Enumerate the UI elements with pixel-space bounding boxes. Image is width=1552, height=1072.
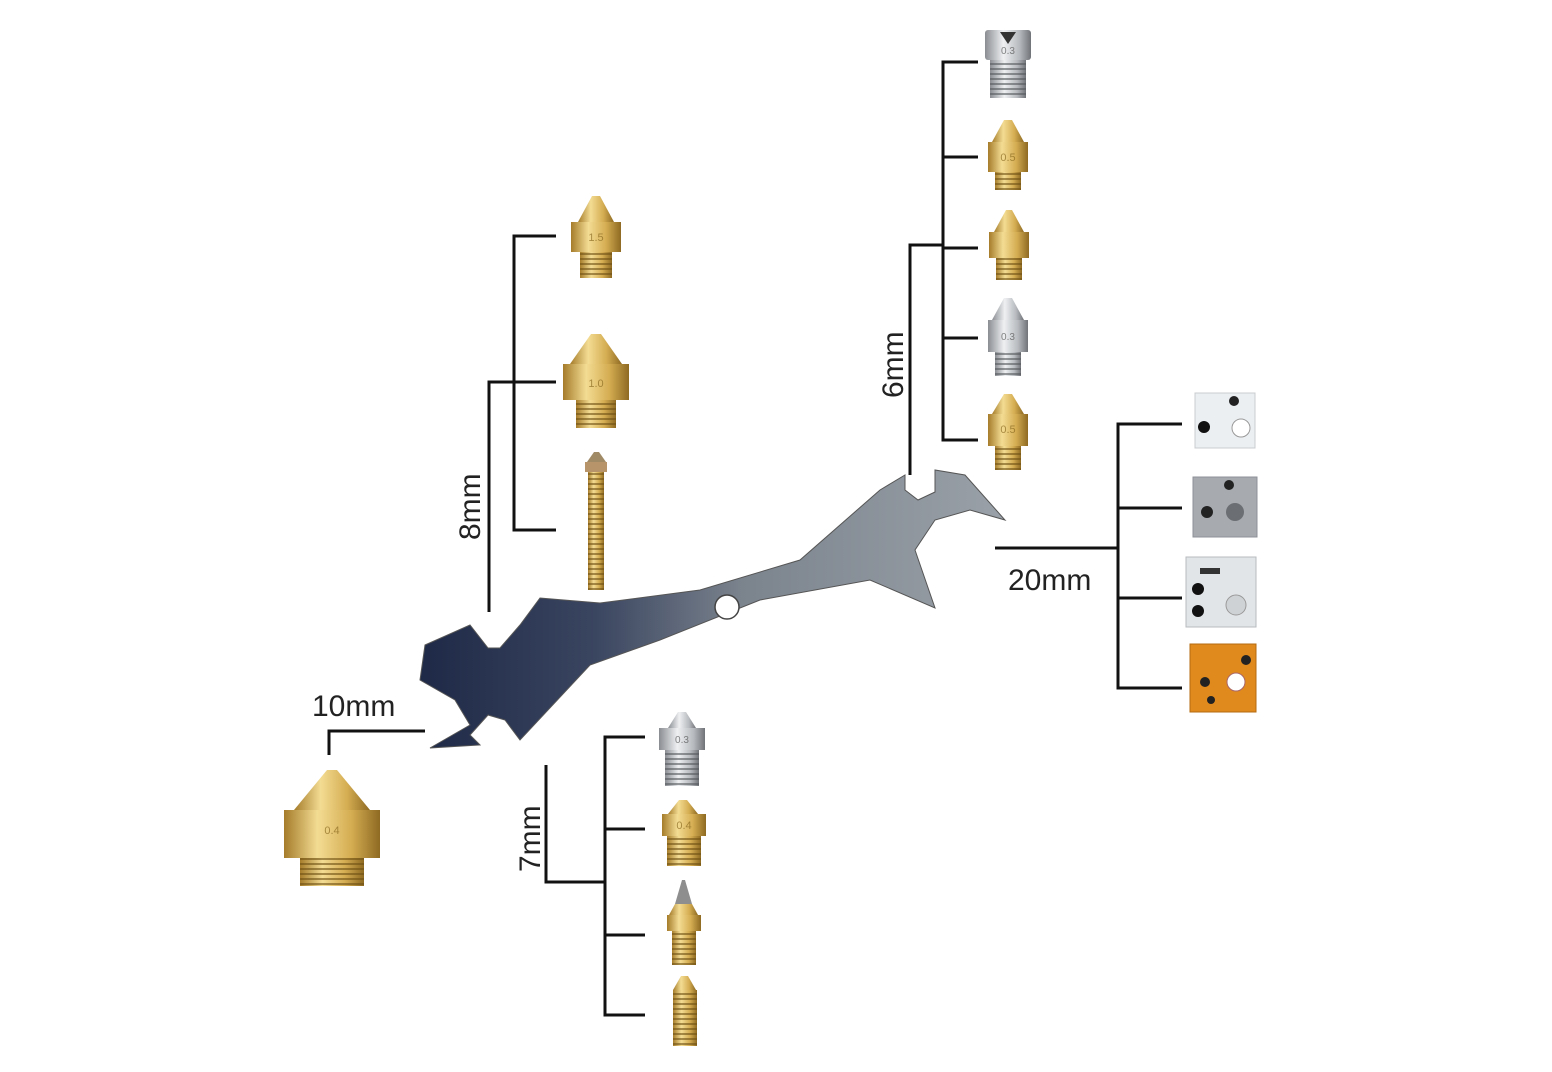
nozzle-8mm-1: 1.5 [571, 196, 621, 278]
nozzle-big: 0.4 [284, 770, 380, 886]
nozzle-7mm-1-text: 0.3 [675, 735, 689, 746]
nozzle-6mm-5: 0.5 [988, 394, 1028, 470]
heater-block-1 [1194, 392, 1256, 449]
nozzle-6mm-2: 0.5 [988, 120, 1028, 190]
nozzle-6mm-3 [989, 210, 1029, 280]
nozzle-6mm-5-text: 0.5 [1000, 424, 1015, 436]
label-10mm: 10mm [312, 690, 395, 723]
nozzle-6mm-1: 0.3 [985, 30, 1031, 98]
nozzle-6mm-4-text: 0.3 [1001, 332, 1015, 343]
group-10mm: 10mm 0.4 [284, 690, 425, 886]
heater-block-3 [1185, 556, 1257, 628]
nozzle-7mm-1: 0.3 [659, 712, 705, 786]
label-7mm: 7mm [514, 805, 547, 872]
nozzle-6mm-1-text: 0.3 [1001, 46, 1015, 57]
group-20mm: 20mm [995, 392, 1258, 713]
nozzle-6mm-2-text: 0.5 [1000, 152, 1015, 164]
nozzle-8mm-1-text: 1.5 [588, 232, 603, 244]
nozzle-8mm-2-text: 1.0 [588, 378, 603, 390]
nozzle-8mm-long [585, 452, 607, 590]
nozzle-7mm-4 [673, 976, 697, 1046]
group-7mm: 7mm 0.3 0.4 [514, 712, 706, 1046]
nozzle-8mm-2: 1.0 [563, 334, 629, 428]
heater-block-2 [1192, 476, 1258, 538]
label-20mm: 20mm [1008, 564, 1091, 597]
nozzle-7mm-2-text: 0.4 [676, 820, 691, 832]
heater-block-4 [1189, 643, 1257, 713]
label-6mm: 6mm [877, 331, 910, 398]
group-8mm: 8mm 1.5 1.0 [454, 196, 629, 612]
nozzle-big-text: 0.4 [324, 825, 339, 837]
nozzle-7mm-3 [667, 880, 701, 965]
wrench [419, 469, 1007, 749]
nozzle-7mm-2: 0.4 [662, 800, 706, 866]
label-8mm: 8mm [454, 473, 487, 540]
nozzle-6mm-4: 0.3 [988, 298, 1028, 376]
group-6mm: 6mm 0.3 0.5 0.3 [877, 30, 1031, 475]
